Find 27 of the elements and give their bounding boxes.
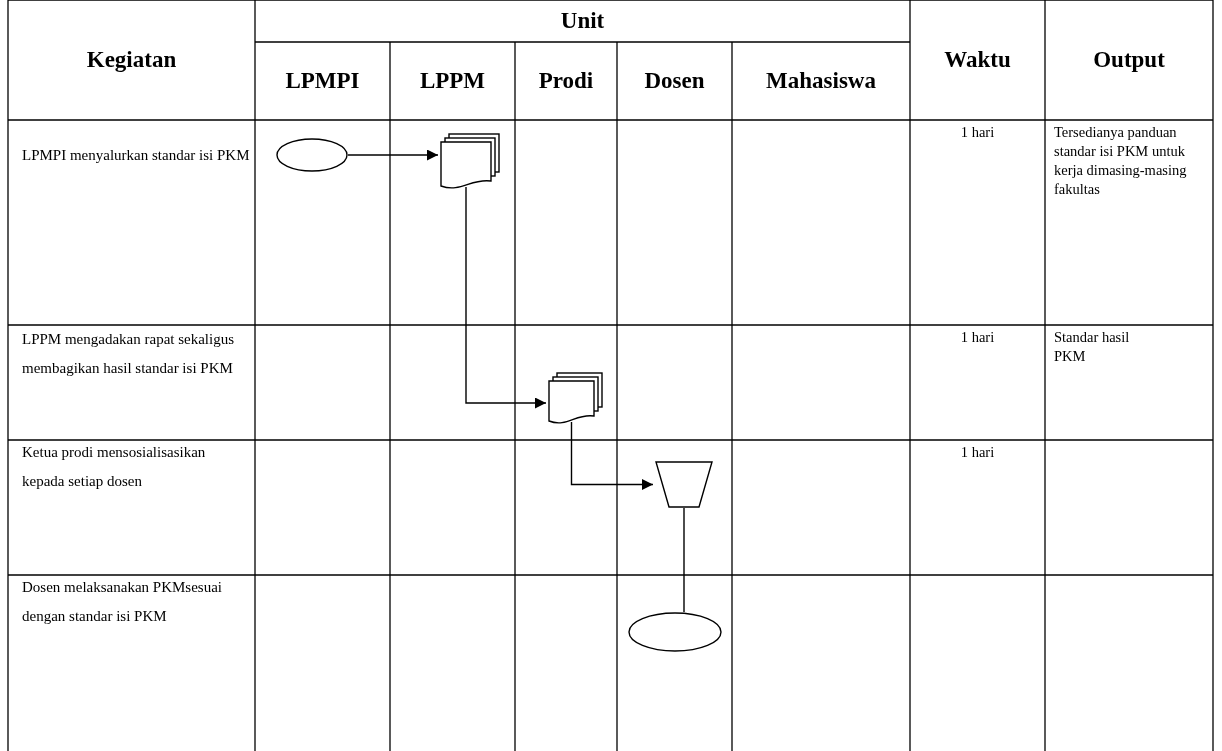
activity-text: Dosen melaksanakan PKMsesuai dengan standar isi PKM <box>22 578 223 626</box>
column-header: LPMPI <box>284 67 361 95</box>
arrow <box>347 149 439 161</box>
terminator-ellipse <box>628 612 722 652</box>
column-header: Unit <box>559 7 606 35</box>
column-header: Output <box>1092 46 1166 74</box>
arrow <box>570 421 654 490</box>
arrow <box>465 186 547 409</box>
duration-text: 1 hari <box>959 443 996 462</box>
column-header: LPPM <box>418 67 487 95</box>
connector-line <box>683 507 685 613</box>
terminator-ellipse <box>276 138 348 172</box>
output-text: Tersedianya panduan standar isi PKM untuk kerja dimasing-masing fakultas <box>1054 123 1188 199</box>
output-text: Standar hasil PKM <box>1054 328 1131 366</box>
activity-text: Ketua prodi mensosialisasikan kepada setiap dosen <box>22 443 207 491</box>
multi-document-symbol <box>548 372 605 426</box>
multi-document-symbol <box>440 133 502 191</box>
column-header: Kegiatan <box>85 46 178 74</box>
activity-text: LPMPI menyalurkan standar isi PKM <box>22 146 250 165</box>
column-header: Mahasiswa <box>765 67 877 95</box>
manual-operation-trapezoid <box>655 461 713 508</box>
column-header: Waktu <box>943 46 1012 74</box>
activity-text: LPPM mengadakan rapat sekaligus membagikan hasil standar isi PKM <box>22 330 236 378</box>
duration-text: 1 hari <box>959 328 996 347</box>
column-header: Dosen <box>643 67 706 95</box>
column-header: Prodi <box>537 67 595 95</box>
duration-text: 1 hari <box>959 123 996 142</box>
